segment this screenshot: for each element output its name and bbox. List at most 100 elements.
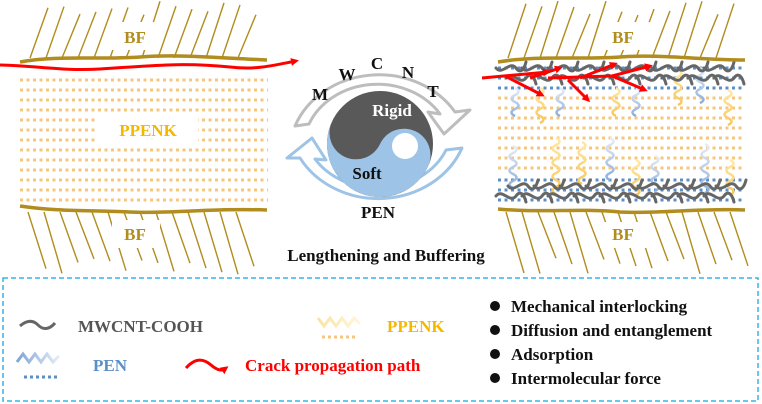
fiber-strand — [27, 211, 47, 269]
fiber-strand — [507, 3, 527, 59]
fiber-strand — [667, 2, 687, 59]
fiber-strand — [683, 1, 703, 59]
fiber-strand — [173, 8, 193, 59]
left-panel: PPENK BF BF — [0, 1, 299, 275]
arc-letter-n: N — [402, 63, 415, 82]
rigid-label: Rigid — [372, 101, 412, 120]
fiber-strand — [91, 211, 111, 262]
arc-letter-w: W — [339, 65, 356, 84]
fiber-strand — [171, 211, 191, 264]
fiber-strand — [29, 7, 49, 59]
fiber-strand — [553, 211, 573, 265]
fiber-strand — [59, 211, 79, 263]
polymer-chain — [577, 140, 587, 186]
fiber-strand — [189, 10, 209, 59]
left-top-label-bg — [110, 22, 160, 50]
fiber-strand — [523, 6, 543, 59]
fiber-strand — [587, 0, 607, 59]
left-bottom-fiber-hatch — [27, 211, 255, 275]
ppenk-legend-icon — [316, 315, 362, 329]
bullet-icon — [490, 373, 500, 383]
rigid-soft-yin-yang — [327, 91, 433, 197]
mwcnt-tube — [702, 191, 736, 204]
crack-arrow — [504, 74, 545, 97]
legend-label-crack: Crack propagation path — [245, 356, 421, 375]
fiber-strand — [569, 211, 589, 274]
left-bottom-fiber-label: BF — [124, 225, 146, 244]
legend-label-pen: PEN — [93, 356, 128, 375]
legend-label-ppenk: PPENK — [387, 317, 445, 336]
fiber-strand — [75, 211, 95, 260]
bullet-icon — [490, 349, 500, 359]
center-caption: Lengthening and Buffering — [287, 246, 485, 265]
right-bottom-fiber-hatch — [505, 211, 749, 275]
right-bottom-fiber-surface — [497, 207, 746, 215]
mechanism-item: Diffusion and entanglement — [511, 321, 713, 340]
polymer-chain — [508, 144, 518, 190]
left-bottom-label-bg — [112, 220, 160, 248]
fiber-strand — [187, 211, 207, 269]
fiber-strand — [699, 14, 719, 59]
fiber-strand — [697, 211, 717, 265]
fiber-strand — [681, 211, 701, 275]
right-top-fiber-surface — [497, 54, 746, 64]
soft-label: Soft — [352, 164, 382, 183]
mechanism-item: Mechanical interlocking — [511, 297, 688, 316]
mwcnt-arc-arrow — [293, 73, 472, 136]
polymer-chain — [510, 86, 520, 118]
right-panel: BF BF — [481, 0, 749, 275]
mechanism-item: Adsorption — [511, 345, 594, 364]
right-crack-paths — [481, 62, 653, 103]
arc-letter-c: C — [371, 54, 383, 73]
fiber-strand — [235, 211, 255, 267]
left-matrix-label-bg — [98, 118, 198, 142]
fiber-strand — [651, 10, 671, 59]
polymer-chain — [723, 88, 733, 127]
fiber-strand — [237, 14, 257, 59]
fiber-strand — [585, 211, 605, 260]
soft-eye — [340, 124, 366, 150]
mwcnt-legend-icon — [19, 319, 57, 330]
polymer-chain — [605, 136, 615, 182]
mechanism-list: Mechanical interlocking Diffusion and en… — [490, 297, 713, 388]
polymer-chain — [631, 86, 641, 118]
center-cycle: Rigid Soft M W C N T PEN Lengthening and… — [285, 54, 485, 265]
fiber-strand — [539, 0, 559, 59]
left-crack-path — [0, 58, 299, 71]
legend-label-mwcnt: MWCNT-COOH — [78, 317, 203, 336]
fiber-strand — [649, 211, 669, 262]
crack-arrow — [566, 78, 591, 103]
polymer-chain — [695, 66, 705, 105]
fiber-strand — [205, 2, 225, 59]
fiber-strand — [571, 13, 591, 59]
fiber-strand — [555, 6, 575, 59]
crack-arrow — [579, 62, 618, 80]
fiber-strand — [505, 211, 525, 274]
fiber-strand — [77, 11, 97, 59]
fiber-strand — [93, 8, 113, 59]
right-mwcnt-network — [494, 60, 748, 204]
fiber-strand — [61, 13, 81, 59]
crack-arrow — [529, 65, 563, 80]
mwcnt-tube — [714, 178, 748, 191]
crack-arrow — [611, 63, 653, 78]
right-matrix — [498, 66, 745, 202]
pen-arc-label: PEN — [361, 203, 396, 222]
left-top-fiber-label: BF — [124, 28, 146, 47]
mwcnt-tube — [712, 73, 746, 86]
arc-letter-m: M — [312, 85, 328, 104]
fiber-strand — [521, 211, 541, 274]
crack-legend-icon — [184, 358, 229, 375]
fiber-strand — [43, 211, 63, 274]
fiber-strand — [729, 211, 749, 267]
fiber-strand — [537, 211, 557, 259]
right-top-fiber-hatch — [507, 0, 735, 59]
legend-box: MWCNT-COOH PPENK PEN Crack propagation p… — [2, 277, 759, 402]
mwcnt-tube — [702, 60, 736, 73]
polymer-chain — [555, 86, 565, 118]
fiber-strand — [221, 4, 241, 59]
polymer-chain — [611, 86, 621, 118]
polymer-chain — [551, 136, 561, 196]
rigid-eye — [392, 133, 418, 159]
